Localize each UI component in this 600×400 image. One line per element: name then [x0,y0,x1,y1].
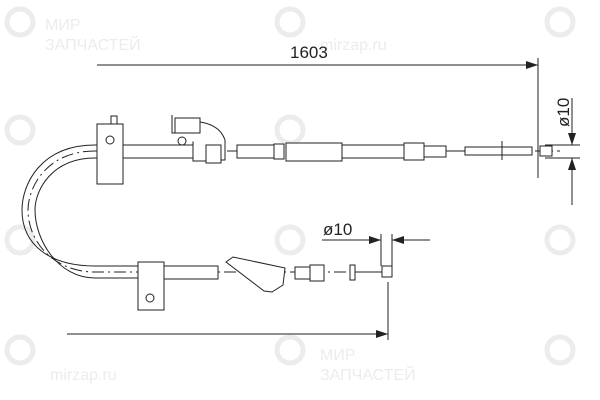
dimension-length-bottom [67,282,389,340]
watermark-logo: МИР ЗАПЧАСТЕЙ [4,6,141,54]
dimension-diameter-right: ø10 [545,98,580,205]
diameter-label: ø10 [323,220,352,239]
watermark-site: mirzap.ru [274,6,387,54]
cable [21,115,560,311]
svg-text:ЗАПЧАСТЕЙ: ЗАПЧАСТЕЙ [45,35,141,54]
svg-text:МИР: МИР [45,17,81,34]
svg-text:mirzap.ru: mirzap.ru [320,37,387,54]
watermark-logo [4,6,576,366]
svg-text:МИР: МИР [320,347,356,364]
svg-text:mirzap.ru: mirzap.ru [50,367,117,384]
svg-text:ЗАПЧАСТЕЙ: ЗАПЧАСТЕЙ [320,365,416,384]
length-label: 1603 [290,43,328,62]
diameter-label: ø10 [554,98,573,127]
watermark-logo: МИР ЗАПЧАСТЕЙ mirzap.ru [50,347,416,384]
dimension-length: 1603 [97,43,539,178]
watermarks: МИР ЗАПЧАСТЕЙ mirzap.ru МИР ЗАПЧАСТЕЙ mi… [4,6,576,384]
dimension-diameter-bottom: ø10 [322,220,430,266]
